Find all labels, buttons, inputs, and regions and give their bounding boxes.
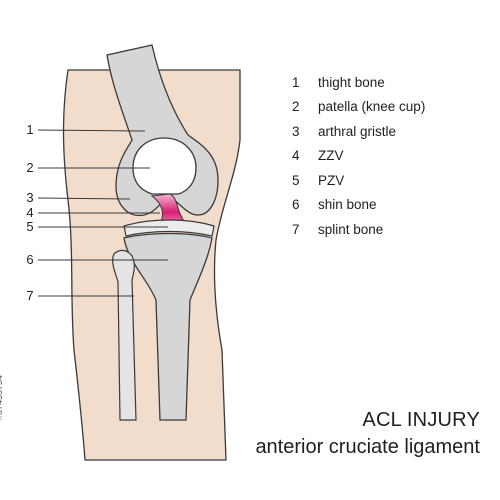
legend-number: 1 [292, 74, 300, 90]
stock-id: #87455754 [0, 374, 4, 420]
legend-label: shin bone [318, 197, 377, 213]
diagram-subtitle: anterior cruciate ligament [255, 436, 480, 458]
legend-number: 4 [292, 148, 300, 164]
legend-label: thight bone [318, 74, 385, 90]
legend-number: 5 [292, 172, 300, 188]
splint-bone [112, 249, 137, 421]
callout-number-5: 5 [26, 219, 34, 234]
callout-number-7: 7 [26, 288, 34, 303]
legend-item: 1 thight bone [292, 70, 492, 95]
legend-item: 6 shin bone [292, 193, 492, 218]
legend-label: splint bone [318, 221, 384, 237]
legend: 1 thight bone 2 patella (knee cup) 3 art… [292, 70, 492, 242]
legend-item: 5 PZV [292, 168, 492, 193]
shin-bone [123, 232, 213, 421]
legend-item: 2 patella (knee cup) [292, 95, 492, 120]
leader-line-1 [37, 129, 146, 132]
legend-number: 6 [292, 197, 300, 213]
legend-number: 2 [292, 99, 300, 115]
legend-item: 7 splint bone [292, 217, 492, 242]
legend-item: 4 ZZV [292, 144, 492, 169]
legend-label: ZZV [318, 148, 344, 164]
callout-number-6: 6 [26, 252, 34, 267]
legend-number: 3 [292, 123, 300, 139]
legend-number: 7 [292, 221, 300, 237]
cartilage-plateau [123, 219, 215, 237]
legend-item: 3 arthral gristle [292, 119, 492, 144]
callout-number-3: 3 [26, 190, 34, 205]
leader-line-3 [37, 197, 131, 200]
diagram-title: ACL INJURY [362, 409, 480, 431]
legend-label: arthral gristle [318, 123, 397, 139]
callout-number-2: 2 [26, 160, 34, 175]
patella [132, 137, 197, 195]
callout-number-1: 1 [26, 122, 34, 137]
legend-label: patella (knee cup) [318, 99, 426, 115]
callout-number-4: 4 [26, 205, 34, 220]
legend-label: PZV [318, 172, 345, 188]
